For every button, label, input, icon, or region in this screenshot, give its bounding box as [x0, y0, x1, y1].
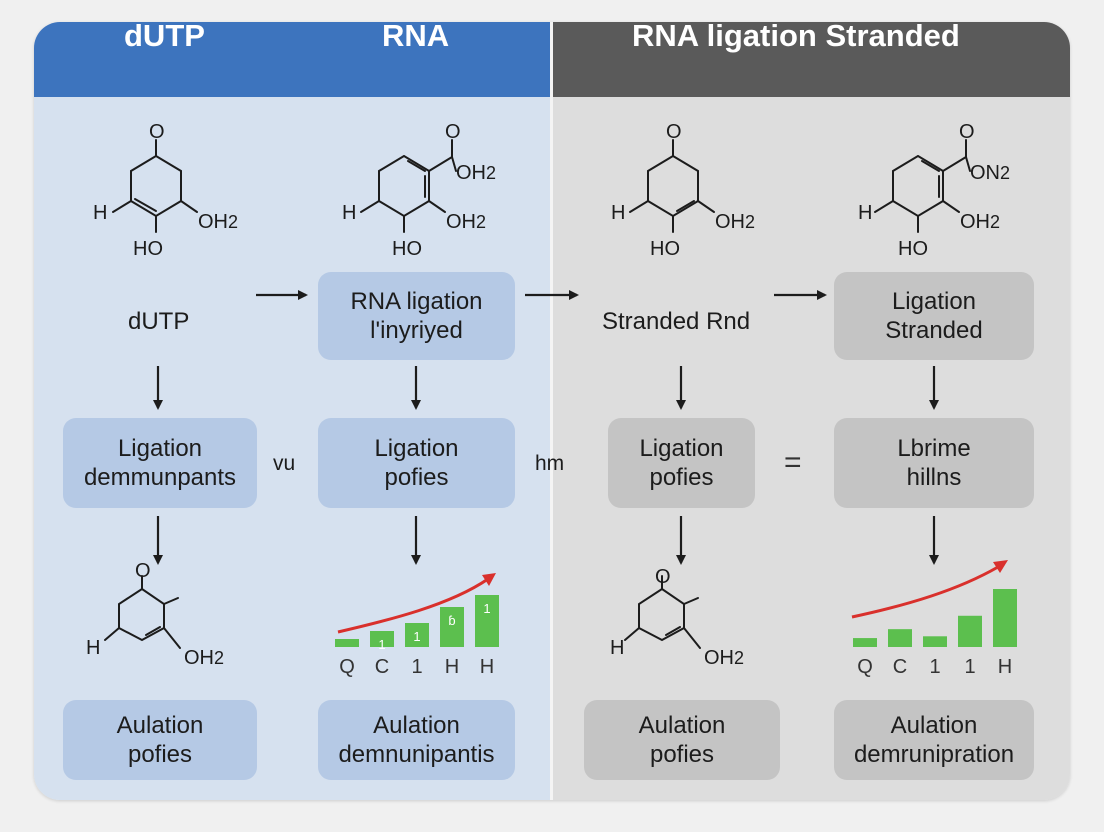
- chart-bar: [475, 595, 499, 647]
- connector-vu: vu: [273, 452, 296, 475]
- row2-box-ligation-pofies: Ligation pofies: [318, 418, 515, 508]
- panel-divider: [550, 22, 553, 800]
- chart-bar: [440, 607, 464, 647]
- connector-hm: hm: [535, 452, 565, 475]
- chart-category-label: 1: [411, 656, 423, 678]
- mol2-label-h: H: [342, 202, 356, 224]
- growth-chart-2: [851, 560, 1017, 647]
- row1-box-rna-ligation: RNA ligation l'inyriyed: [318, 272, 515, 360]
- header-title-dutp: dUTP: [124, 18, 205, 53]
- chart-bar: [853, 638, 877, 647]
- row2-box-ligation-pofies-2: Ligation pofies: [608, 418, 755, 508]
- row2-box-lbrime-hillns: Lbrime hillns: [834, 418, 1034, 508]
- chart-bar-label: 1: [378, 637, 385, 652]
- header-title-rna-ligation-stranded: RNA ligation Stranded: [632, 18, 960, 53]
- mol4-label-ho: HO: [898, 238, 928, 260]
- trend-arrow-head: [993, 560, 1008, 573]
- mol2-label-o: O: [445, 121, 461, 143]
- row4-box-aulation-demrunipration: Aulation demrunipration: [834, 700, 1034, 780]
- mol1-label-o: O: [149, 121, 165, 143]
- mol3-label-o: O: [666, 121, 682, 143]
- chart-bar-label: ɓ: [448, 613, 455, 628]
- chart-bar: [405, 623, 429, 647]
- chart-category-label: H: [997, 656, 1013, 678]
- mol2-label-oh2-top: OH2: [456, 162, 496, 184]
- mol2-label-oh2: OH2: [446, 211, 486, 233]
- header-title-rna: RNA: [382, 18, 450, 53]
- mol5-label-oh2: OH2: [184, 647, 224, 669]
- left-panel: [34, 22, 552, 800]
- chart-bar: [923, 636, 947, 647]
- header-right: [553, 22, 1070, 97]
- molecule-3: [629, 139, 715, 233]
- molecule-6: [624, 575, 701, 649]
- chart-bar: [958, 615, 982, 647]
- chart-category-label: Q: [857, 656, 873, 678]
- row2-box-ligation-demmunpants: Ligation demmunpants: [63, 418, 257, 508]
- mol3-label-h: H: [611, 202, 625, 224]
- row1-stranded-label: Stranded Rnd: [602, 308, 751, 335]
- trend-arrow-head: [482, 573, 496, 586]
- mol6-label-h: H: [610, 637, 624, 659]
- chart-category-label: C: [374, 656, 390, 678]
- row4-box-aulation-pofies: Aulation pofies: [63, 700, 257, 780]
- molecule-2: [360, 139, 457, 233]
- mol6-label-o: O: [655, 566, 671, 588]
- growth-chart-1: 1 1 ɓ 1: [335, 573, 499, 652]
- mol3-label-oh2: OH2: [715, 211, 755, 233]
- chart-category-label: 1: [929, 656, 941, 678]
- mol4-label-o: O: [959, 121, 975, 143]
- row4-box-aulation-pofies-2: Aulation pofies: [584, 700, 780, 780]
- chart-category-label: H: [444, 656, 460, 678]
- chart-bar-label: 1: [413, 629, 420, 644]
- chart-bar: [888, 629, 912, 647]
- mol6-label-oh2: OH2: [704, 647, 744, 669]
- row4-box-aulation-demnunipantis: Aulation demnunipantis: [318, 700, 515, 780]
- right-panel: [552, 22, 1070, 800]
- trend-arrow: [851, 565, 999, 619]
- molecule-4: [874, 139, 971, 233]
- chart-bar-label: 1: [483, 601, 490, 616]
- mol2-label-ho: HO: [392, 238, 422, 260]
- mol3-label-ho: HO: [650, 238, 680, 260]
- connector-equals: =: [784, 446, 802, 479]
- molecule-5: [104, 575, 181, 649]
- mol1-label-ho: HO: [133, 238, 163, 260]
- chart-bar: [993, 589, 1017, 647]
- mol4-label-oh2: OH2: [960, 211, 1000, 233]
- mol4-label-h: H: [858, 202, 872, 224]
- mol4-label-on2: ON2: [970, 162, 1010, 184]
- chart-bar: [335, 639, 359, 647]
- mol1-label-h: H: [93, 202, 107, 224]
- chart-category-label: C: [892, 656, 908, 678]
- chart-category-label: 1: [964, 656, 976, 678]
- trend-arrow: [337, 577, 489, 634]
- chart-category-label: H: [479, 656, 495, 678]
- header-left: [34, 22, 550, 97]
- row1-dutp-label: dUTP: [128, 308, 190, 335]
- chart-category-label: Q: [339, 656, 355, 678]
- mol5-label-o: O: [135, 560, 151, 582]
- chart-bar: [370, 631, 394, 647]
- row1-box-ligation-stranded: Ligation Stranded: [834, 272, 1034, 360]
- mol5-label-h: H: [86, 637, 100, 659]
- molecule-1: [112, 139, 198, 233]
- diagram-panel: [34, 22, 1070, 800]
- mol1-label-oh2: OH2: [198, 211, 238, 233]
